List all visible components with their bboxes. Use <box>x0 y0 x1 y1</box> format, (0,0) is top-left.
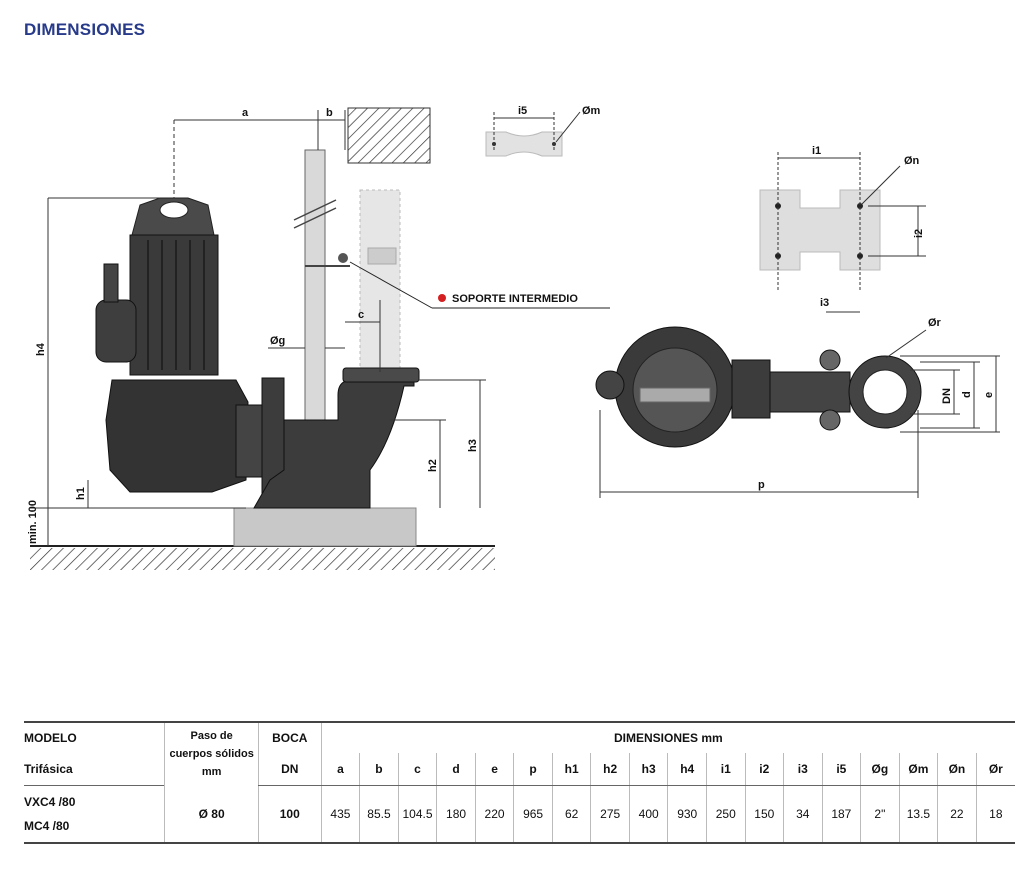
boca-header: BOCA <box>257 721 322 753</box>
dimensions-table: MODELO Paso de cuerpos sólidos mm BOCA D… <box>24 721 1015 844</box>
dim-m: Øm <box>582 105 601 117</box>
column-header: c <box>397 753 437 786</box>
column-header: d <box>436 753 476 786</box>
column-header: p <box>513 753 553 786</box>
model-name-2: MC4 /80 <box>24 819 70 833</box>
dimension-value: 62 <box>551 785 591 844</box>
dim-p: p <box>758 479 765 491</box>
pump-dimension-drawing: SOPORTE INTERMEDIO a b c Øg h4 h1 h2 h3 … <box>27 105 1000 570</box>
dim-r: Ør <box>928 317 942 329</box>
dim-h4: h4 <box>35 342 47 356</box>
dimension-value: 187 <box>821 785 861 844</box>
dim-g: Øg <box>270 335 285 347</box>
dimension-value: 18 <box>975 785 1015 844</box>
dim-e: e <box>983 392 995 398</box>
callout-soporte-intermedio: SOPORTE INTERMEDIO <box>452 293 578 305</box>
model-header: MODELO <box>24 721 165 753</box>
dimension-value: 2" <box>860 785 900 844</box>
column-header: h1 <box>551 753 591 786</box>
dim-h2: h2 <box>427 459 439 472</box>
dim-min100: min. 100 <box>27 500 39 544</box>
dim-i1: i1 <box>812 145 821 157</box>
dimension-value: 13.5 <box>898 785 938 844</box>
paso-header-line1: Paso de <box>190 730 233 743</box>
dimension-value: 275 <box>590 785 630 844</box>
dim-d: d <box>961 391 973 398</box>
dimension-value: 22 <box>937 785 977 844</box>
dim-i5: i5 <box>518 105 527 117</box>
dimension-value: 34 <box>783 785 823 844</box>
paso-header-line2: cuerpos sólidos <box>169 748 254 761</box>
column-header: h4 <box>667 753 707 786</box>
dimension-value: 220 <box>474 785 514 844</box>
plan-view: p Ør DN d e <box>595 317 1000 498</box>
dimension-value: 180 <box>436 785 476 844</box>
page-title: DIMENSIONES <box>24 20 146 39</box>
column-header: h3 <box>628 753 668 786</box>
paso-value: Ø 80 <box>164 785 259 844</box>
column-header: Øg <box>860 753 900 786</box>
dimension-value: 150 <box>744 785 784 844</box>
paso-header: Paso de cuerpos sólidos mm <box>164 721 259 786</box>
dimension-value: 85.5 <box>359 785 399 844</box>
dim-i3: i3 <box>820 297 829 309</box>
column-header: Øm <box>898 753 938 786</box>
column-header: h2 <box>590 753 630 786</box>
model-cell: VXC4 /80 MC4 /80 <box>24 785 165 844</box>
column-header: i5 <box>821 753 861 786</box>
dim-h3: h3 <box>467 439 479 452</box>
dimension-value: 250 <box>705 785 746 844</box>
bracket-flange-view: i5 Øm <box>485 105 601 157</box>
dim-h1: h1 <box>75 487 87 500</box>
boca-value: 100 <box>257 785 322 844</box>
dim-a: a <box>242 107 249 119</box>
column-header: i1 <box>705 753 746 786</box>
boca-unit: DN <box>257 753 322 786</box>
column-header: i2 <box>744 753 784 786</box>
dim-c: c <box>358 309 364 321</box>
base-flange-view: i1 Øn i2 i3 <box>759 145 926 313</box>
column-header: i3 <box>783 753 823 786</box>
dimension-value: 400 <box>628 785 668 844</box>
dimension-value: 435 <box>320 785 360 844</box>
paso-unit: mm <box>201 766 222 779</box>
dim-dn: DN <box>941 388 953 404</box>
model-name-1: VXC4 /80 <box>24 795 76 809</box>
dimension-value: 930 <box>667 785 707 844</box>
dim-n: Øn <box>904 155 920 167</box>
dimension-value: 104.5 <box>397 785 437 844</box>
column-header: Øn <box>937 753 977 786</box>
dims-header: DIMENSIONES mm <box>320 721 1015 753</box>
side-view: SOPORTE INTERMEDIO a b c Øg h4 h1 h2 h3 … <box>27 107 610 570</box>
model-sub: Trifásica <box>24 753 165 786</box>
dimension-value: 965 <box>513 785 553 844</box>
dim-i2: i2 <box>913 229 925 238</box>
column-header: a <box>320 753 360 786</box>
column-header: e <box>474 753 514 786</box>
column-header: Ør <box>975 753 1015 786</box>
column-header: b <box>359 753 399 786</box>
dim-b: b <box>326 107 333 119</box>
